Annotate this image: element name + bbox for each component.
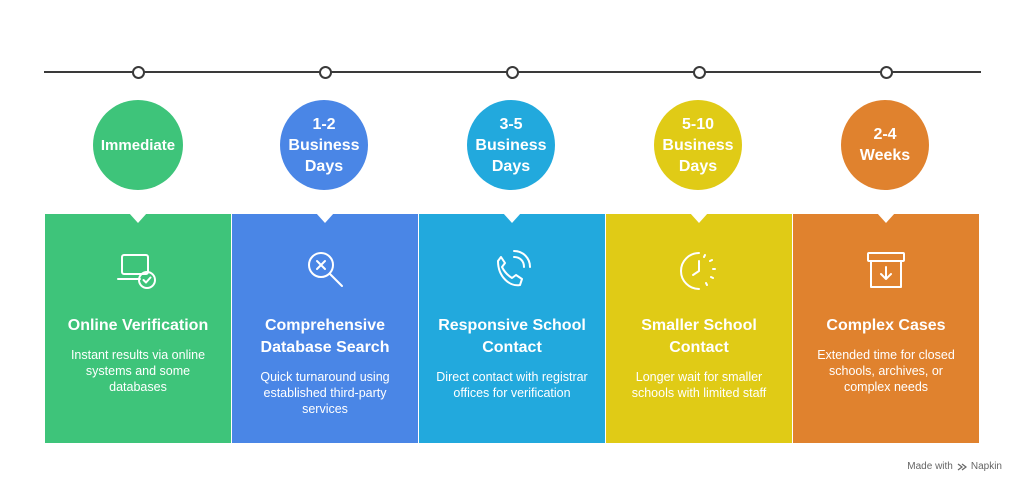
card-title: Online Verification [67, 317, 209, 334]
time-circle-1-2-days: 1-2 Business Days [280, 100, 368, 190]
timeline-dot [319, 66, 332, 79]
card-description: Extended time for closed schools, archiv… [817, 348, 955, 394]
timeline-dot [132, 66, 145, 79]
napkin-logo-icon [957, 463, 967, 470]
card-title: Comprehensive Database Search [260, 317, 390, 356]
card-title: Complex Cases [826, 317, 946, 334]
card-notch [129, 213, 147, 223]
archive-box-icon [867, 252, 905, 288]
watermark-prefix: Made with [907, 461, 953, 472]
card-notch [503, 213, 521, 223]
time-label: 2-4 Weeks [859, 126, 911, 164]
time-circle-immediate: Immediate [93, 100, 183, 190]
card-notch [690, 213, 708, 223]
time-label: 5-10 Business Days [662, 115, 734, 175]
time-label: 3-5 Business Days [475, 115, 547, 175]
stage-card-smaller-school: Smaller School Contact Longer wait for s… [606, 213, 792, 443]
card-description: Instant results via online systems and s… [70, 348, 206, 394]
stage-card-responsive-school: Responsive School Contact Direct contact… [419, 213, 605, 443]
stage-card-database-search: Comprehensive Database Search Quick turn… [232, 213, 418, 443]
timeline-dot [506, 66, 519, 79]
phone-call-icon [497, 250, 531, 287]
time-circle-3-5-days: 3-5 Business Days [467, 100, 555, 190]
card-description: Longer wait for smaller schools with lim… [631, 370, 767, 400]
stage-card-online-verification: Online Verification Instant results via … [45, 213, 231, 443]
napkin-watermark[interactable]: Made with Napkin [907, 461, 1002, 472]
timeline-dot [693, 66, 706, 79]
half-clock-icon [680, 252, 716, 290]
laptop-check-icon [117, 254, 156, 289]
stage-card-complex-cases: Complex Cases Extended time for closed s… [793, 213, 979, 443]
card-description: Quick turnaround using established third… [260, 370, 390, 416]
time-label: Immediate [100, 136, 176, 154]
time-circle-5-10-days: 5-10 Business Days [654, 100, 742, 190]
time-circle-2-4-weeks: 2-4 Weeks [841, 100, 929, 190]
card-title: Responsive School Contact [438, 317, 586, 356]
time-label: 1-2 Business Days [288, 115, 360, 175]
search-x-icon [308, 252, 343, 287]
card-notch [877, 213, 895, 223]
card-title: Smaller School Contact [641, 317, 757, 356]
card-notch [316, 213, 334, 223]
timeline-dot [880, 66, 893, 79]
card-description: Direct contact with registrar offices fo… [436, 370, 588, 400]
watermark-brand: Napkin [970, 461, 1002, 472]
